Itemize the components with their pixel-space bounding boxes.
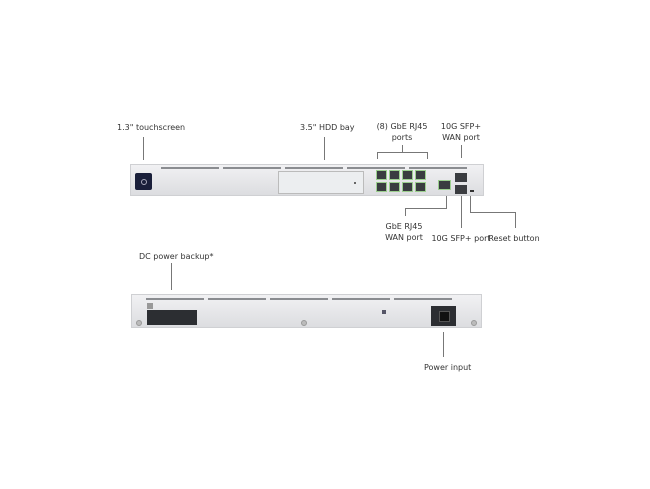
vent xyxy=(285,167,343,169)
bracket-line xyxy=(377,152,378,159)
power-input-socket xyxy=(431,306,456,326)
callout-line xyxy=(405,208,406,216)
callout-line xyxy=(470,212,515,213)
sfp-port xyxy=(455,185,467,194)
touchscreen-label: 1.3" touchscreen xyxy=(117,123,186,132)
callout-line xyxy=(405,208,447,209)
touchscreen[interactable] xyxy=(135,173,152,190)
vent xyxy=(161,167,219,169)
sfp-port-label: 10G SFP+ port xyxy=(431,234,491,243)
vent xyxy=(146,298,204,300)
rj45-port xyxy=(415,170,426,180)
sfp-wan-label: 10G SFP+ WAN port xyxy=(436,121,486,143)
dc-power-connector xyxy=(147,310,197,325)
hdd-bay[interactable] xyxy=(278,171,364,194)
rj45-port xyxy=(376,182,387,192)
qr-code-icon xyxy=(147,303,153,309)
ubiquiti-logo-icon xyxy=(382,310,386,314)
rj45-port xyxy=(376,170,387,180)
label-line: ports xyxy=(391,133,413,142)
back-panel xyxy=(131,294,482,328)
rj45-wan-port xyxy=(438,180,451,190)
vent xyxy=(332,298,390,300)
rj45-port xyxy=(389,182,400,192)
label-line: WAN port xyxy=(442,133,480,142)
rj45-port xyxy=(389,170,400,180)
reset-button[interactable] xyxy=(470,190,474,192)
screw-icon xyxy=(301,320,307,326)
power-input-label: Power input xyxy=(424,363,472,372)
bracket-line xyxy=(377,152,428,153)
callout-line xyxy=(470,196,471,212)
callout-line xyxy=(446,196,447,208)
callout-line xyxy=(324,137,325,160)
callout-line xyxy=(461,145,462,158)
rj45-ports-label: (8) GbE RJ45 ports xyxy=(372,121,432,143)
callout-line xyxy=(461,196,462,228)
label-line: (8) GbE RJ45 xyxy=(376,122,428,131)
vent xyxy=(347,167,405,169)
screw-icon xyxy=(471,320,477,326)
rj45-port xyxy=(415,182,426,192)
label-line: 10G SFP+ xyxy=(440,122,482,131)
callout-line xyxy=(443,332,444,357)
vent xyxy=(270,298,328,300)
reset-label: Reset button xyxy=(488,234,540,243)
vent xyxy=(409,167,467,169)
callout-line xyxy=(171,263,172,290)
label-line: WAN port xyxy=(385,233,423,242)
vent xyxy=(208,298,266,300)
callout-line xyxy=(402,145,403,152)
vent xyxy=(223,167,281,169)
vent xyxy=(394,298,452,300)
hdd-bay-label: 3.5" HDD bay xyxy=(300,123,355,132)
front-panel xyxy=(130,164,484,196)
screen-logo-icon xyxy=(141,179,147,185)
callout-line xyxy=(515,212,516,228)
screw-icon xyxy=(136,320,142,326)
callout-line xyxy=(143,137,144,160)
rj45-port xyxy=(402,170,413,180)
sfp-wan-port xyxy=(455,173,467,182)
label-line: GbE RJ45 xyxy=(385,222,423,231)
rj45-port xyxy=(402,182,413,192)
dc-backup-label: DC power backup* xyxy=(139,252,214,261)
bracket-line xyxy=(427,152,428,159)
